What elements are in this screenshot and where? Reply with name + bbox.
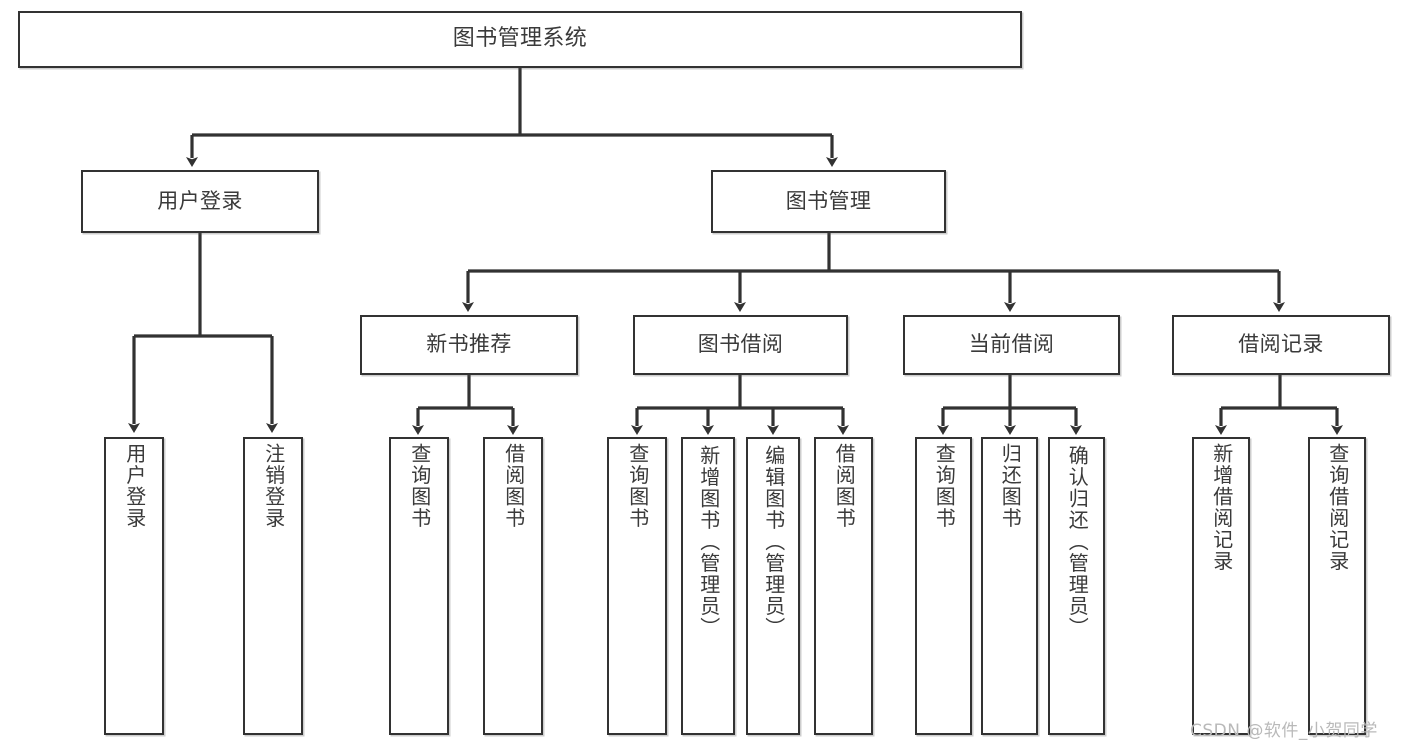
node-label: 新增借阅记录	[1209, 443, 1234, 572]
node-label: 编辑图书（管理员）	[761, 445, 786, 639]
node-leaf-add-book[interactable]: 新增图书（管理员）	[681, 437, 735, 735]
node-root-system[interactable]: 图书管理系统	[18, 11, 1022, 68]
node-label: 确认归还（管理员）	[1065, 445, 1090, 639]
node-label: 图书管理系统	[452, 26, 588, 52]
node-borrow-record[interactable]: 借阅记录	[1172, 315, 1390, 375]
node-current-borrow[interactable]: 当前借阅	[903, 315, 1120, 375]
node-label: 当前借阅	[968, 332, 1055, 357]
node-user-login[interactable]: 用户登录	[81, 170, 319, 233]
node-label: 查询借阅记录	[1325, 443, 1350, 572]
node-label: 用户登录	[122, 443, 147, 529]
node-label: 新书推荐	[426, 332, 512, 357]
node-leaf-query-book-2[interactable]: 查询图书	[607, 437, 667, 735]
node-leaf-confirm-return[interactable]: 确认归还（管理员）	[1048, 437, 1105, 735]
node-label: 用户登录	[157, 188, 243, 213]
node-label: 注销登录	[261, 443, 286, 529]
node-leaf-borrow-book-1[interactable]: 借阅图书	[483, 437, 543, 735]
node-label: 查询图书	[407, 443, 432, 529]
node-label: 查询图书	[625, 443, 650, 529]
node-book-management[interactable]: 图书管理	[711, 170, 946, 233]
node-leaf-user-login[interactable]: 用户登录	[104, 437, 164, 735]
node-label: 查询图书	[932, 443, 957, 529]
node-leaf-query-record[interactable]: 查询借阅记录	[1308, 437, 1366, 735]
node-leaf-query-book-1[interactable]: 查询图书	[389, 437, 449, 735]
node-leaf-edit-book[interactable]: 编辑图书（管理员）	[746, 437, 800, 735]
node-book-borrow[interactable]: 图书借阅	[633, 315, 848, 375]
node-label: 借阅图书	[501, 443, 526, 529]
node-leaf-logout[interactable]: 注销登录	[243, 437, 303, 735]
node-leaf-query-book-3[interactable]: 查询图书	[915, 437, 972, 735]
node-leaf-borrow-book-2[interactable]: 借阅图书	[814, 437, 873, 735]
node-label: 借阅图书	[832, 443, 857, 529]
node-leaf-return-book[interactable]: 归还图书	[981, 437, 1038, 735]
node-leaf-add-record[interactable]: 新增借阅记录	[1192, 437, 1250, 735]
node-label: 新增图书（管理员）	[696, 445, 721, 639]
node-label: 图书借阅	[697, 332, 784, 357]
node-label: 归还图书	[998, 443, 1023, 529]
node-label: 图书管理	[785, 188, 872, 213]
node-new-book-recommend[interactable]: 新书推荐	[360, 315, 578, 375]
node-label: 借阅记录	[1238, 332, 1324, 357]
